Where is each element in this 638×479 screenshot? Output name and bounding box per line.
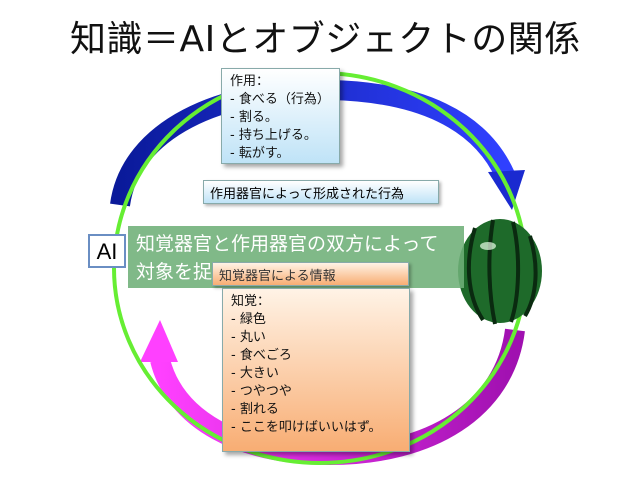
list-item: 持ち上げる。 (230, 127, 331, 145)
action-label: 作用器官によって形成された行為 (203, 180, 439, 204)
action-heading: 作用： (230, 74, 270, 89)
top-arrowhead (488, 170, 525, 210)
list-item: ここを叩けばいいはず。 (231, 419, 401, 437)
list-item: 転がす。 (230, 145, 331, 163)
perception-box: 知覚： 緑色 丸い 食べごろ 大きい つやつや 割れる ここを叩けばいいはず。 (222, 288, 410, 452)
list-item: 緑色 (231, 311, 401, 329)
watermelon-image (458, 219, 542, 325)
list-item: 丸い (231, 329, 401, 347)
page-title: 知識＝AIとオブジェクトの関係 (70, 19, 581, 60)
list-item: 食べごろ (231, 347, 401, 365)
list-item: 食べる（行為） (230, 91, 331, 109)
bottom-arrowhead (140, 320, 178, 362)
ai-box: AI (88, 234, 126, 268)
list-item: つやつや (231, 383, 401, 401)
list-item: 大きい (231, 365, 401, 383)
perception-heading: 知覚： (231, 294, 271, 309)
list-item: 割る。 (230, 109, 331, 127)
list-item: 割れる (231, 401, 401, 419)
action-box: 作用： 食べる（行為） 割る。 持ち上げる。 転がす。 (221, 68, 340, 164)
perception-label: 知覚器官による情報 (212, 262, 409, 286)
banner-line1: 知覚器官と作用器官の双方によって (136, 233, 439, 255)
bottom-arrow (150, 328, 525, 466)
